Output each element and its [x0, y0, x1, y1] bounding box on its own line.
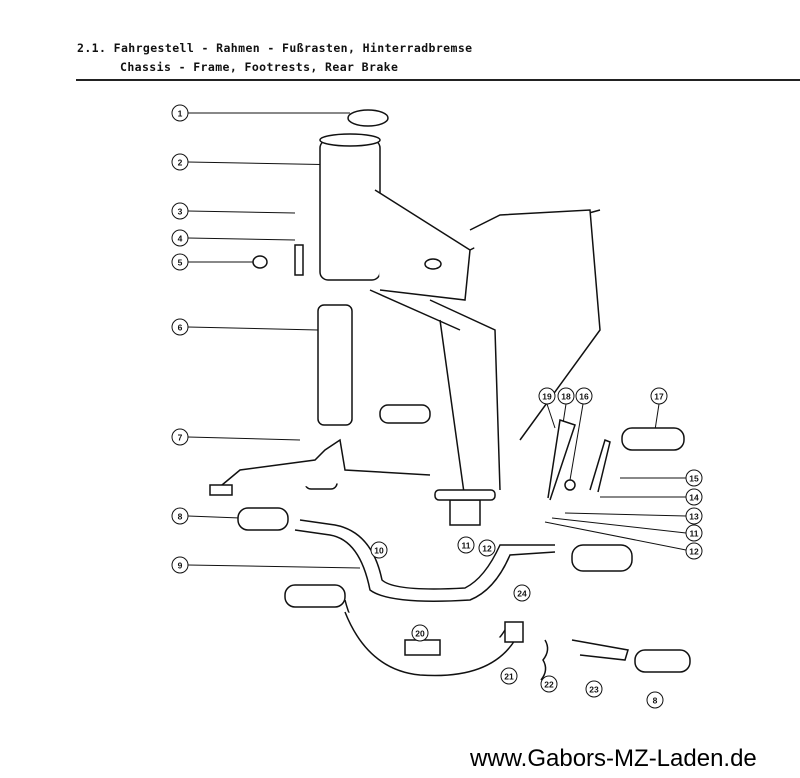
- callout-18: 18: [557, 387, 575, 405]
- callout-24: 24: [513, 584, 531, 602]
- callout-3: 3: [171, 202, 189, 220]
- callout-13: 13: [685, 507, 703, 525]
- callout-15: 15: [685, 469, 703, 487]
- callout-11: 11: [457, 536, 475, 554]
- callout-17: 17: [650, 387, 668, 405]
- callout-8: 8: [171, 507, 189, 525]
- footrests: [237, 419, 691, 681]
- callout-12-right: 12: [685, 542, 703, 560]
- leader-lines: [187, 112, 687, 569]
- callout-22: 22: [540, 675, 558, 693]
- callout-10: 10: [370, 541, 388, 559]
- title-german: 2.1. Fahrgestell - Rahmen - Fußrasten, H…: [77, 41, 473, 55]
- callout-2: 2: [171, 153, 189, 171]
- callout-21: 21: [500, 667, 518, 685]
- callout-4: 4: [171, 229, 189, 247]
- callout-11-right: 11: [685, 524, 703, 542]
- callout-5: 5: [171, 253, 189, 271]
- callout-1: 1: [171, 104, 189, 122]
- callout-19: 19: [538, 387, 556, 405]
- website-link[interactable]: www.Gabors-MZ-Laden.de: [470, 745, 757, 772]
- callout-6: 6: [171, 318, 189, 336]
- header-divider: [76, 79, 800, 81]
- callout-12: 12: [478, 539, 496, 557]
- callout-9: 9: [171, 556, 189, 574]
- callout-14: 14: [685, 488, 703, 506]
- callout-16: 16: [575, 387, 593, 405]
- callout-8-lower: 8: [646, 691, 664, 709]
- callout-20: 20: [411, 624, 429, 642]
- callout-7: 7: [171, 428, 189, 446]
- frame: [209, 109, 601, 526]
- callout-23: 23: [585, 680, 603, 698]
- title-english: Chassis - Frame, Footrests, Rear Brake: [120, 60, 399, 74]
